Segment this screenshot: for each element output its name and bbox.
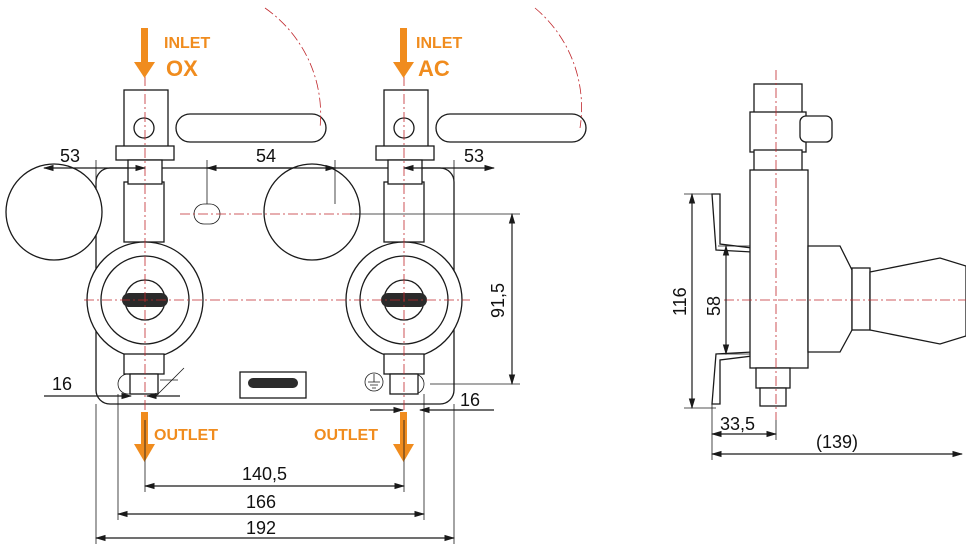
outlet-label-right: OUTLET — [314, 427, 378, 444]
inlet-arrow-left — [134, 28, 155, 78]
gas-label-ox: OX — [166, 56, 198, 81]
ball-valve-left — [115, 89, 327, 185]
outlet-arrow-right — [393, 412, 414, 462]
ball-valve-right — [375, 89, 587, 185]
outlet-arrow-left — [134, 412, 155, 462]
dimension-91-5: 91,5 — [488, 283, 508, 318]
ground-icon — [364, 372, 384, 392]
dimension-33-5: 33,5 — [720, 414, 755, 434]
inlet-label-right: INLET — [416, 35, 462, 52]
dimension-166: 166 — [246, 492, 276, 512]
dimension-16-left: 16 — [52, 374, 72, 394]
dimension-16-right: 16 — [460, 390, 480, 410]
dimension-54: 54 — [256, 146, 276, 166]
valve-stem-icon — [133, 117, 155, 139]
pressure-gauge-left — [5, 163, 103, 261]
inlet-label-left: INLET — [164, 35, 210, 52]
side-valve-top — [753, 83, 803, 115]
valve-handle — [175, 113, 327, 143]
inlet-arrow-right — [393, 28, 414, 78]
handle-swing-arc-left — [264, 7, 322, 129]
front-view: INLET OX INLET AC OUTLET OUTLET 53 54 53… — [5, 7, 587, 544]
dimension-53-left: 53 — [60, 146, 80, 166]
valve-handle — [435, 113, 587, 143]
dimension-53-right: 53 — [464, 146, 484, 166]
side-view: 116 58 33,5 (139) — [670, 70, 966, 460]
side-regulator-body — [749, 169, 809, 369]
gas-label-ac: AC — [418, 56, 450, 81]
no-oil-icon — [155, 367, 185, 397]
dimension-140-5: 140,5 — [242, 464, 287, 484]
handle-swing-arc-right — [534, 7, 582, 129]
dimension-116: 116 — [670, 287, 690, 316]
regulator-neck — [123, 181, 165, 243]
outlet-label-left: OUTLET — [154, 427, 218, 444]
dimension-58: 58 — [704, 296, 724, 316]
dimension-192: 192 — [246, 518, 276, 538]
bracket-top — [711, 193, 753, 253]
bracket-bottom — [711, 351, 753, 405]
pressure-gauge-right — [263, 163, 361, 261]
adjusting-knob — [869, 257, 966, 345]
dimension-139: (139) — [816, 432, 858, 452]
